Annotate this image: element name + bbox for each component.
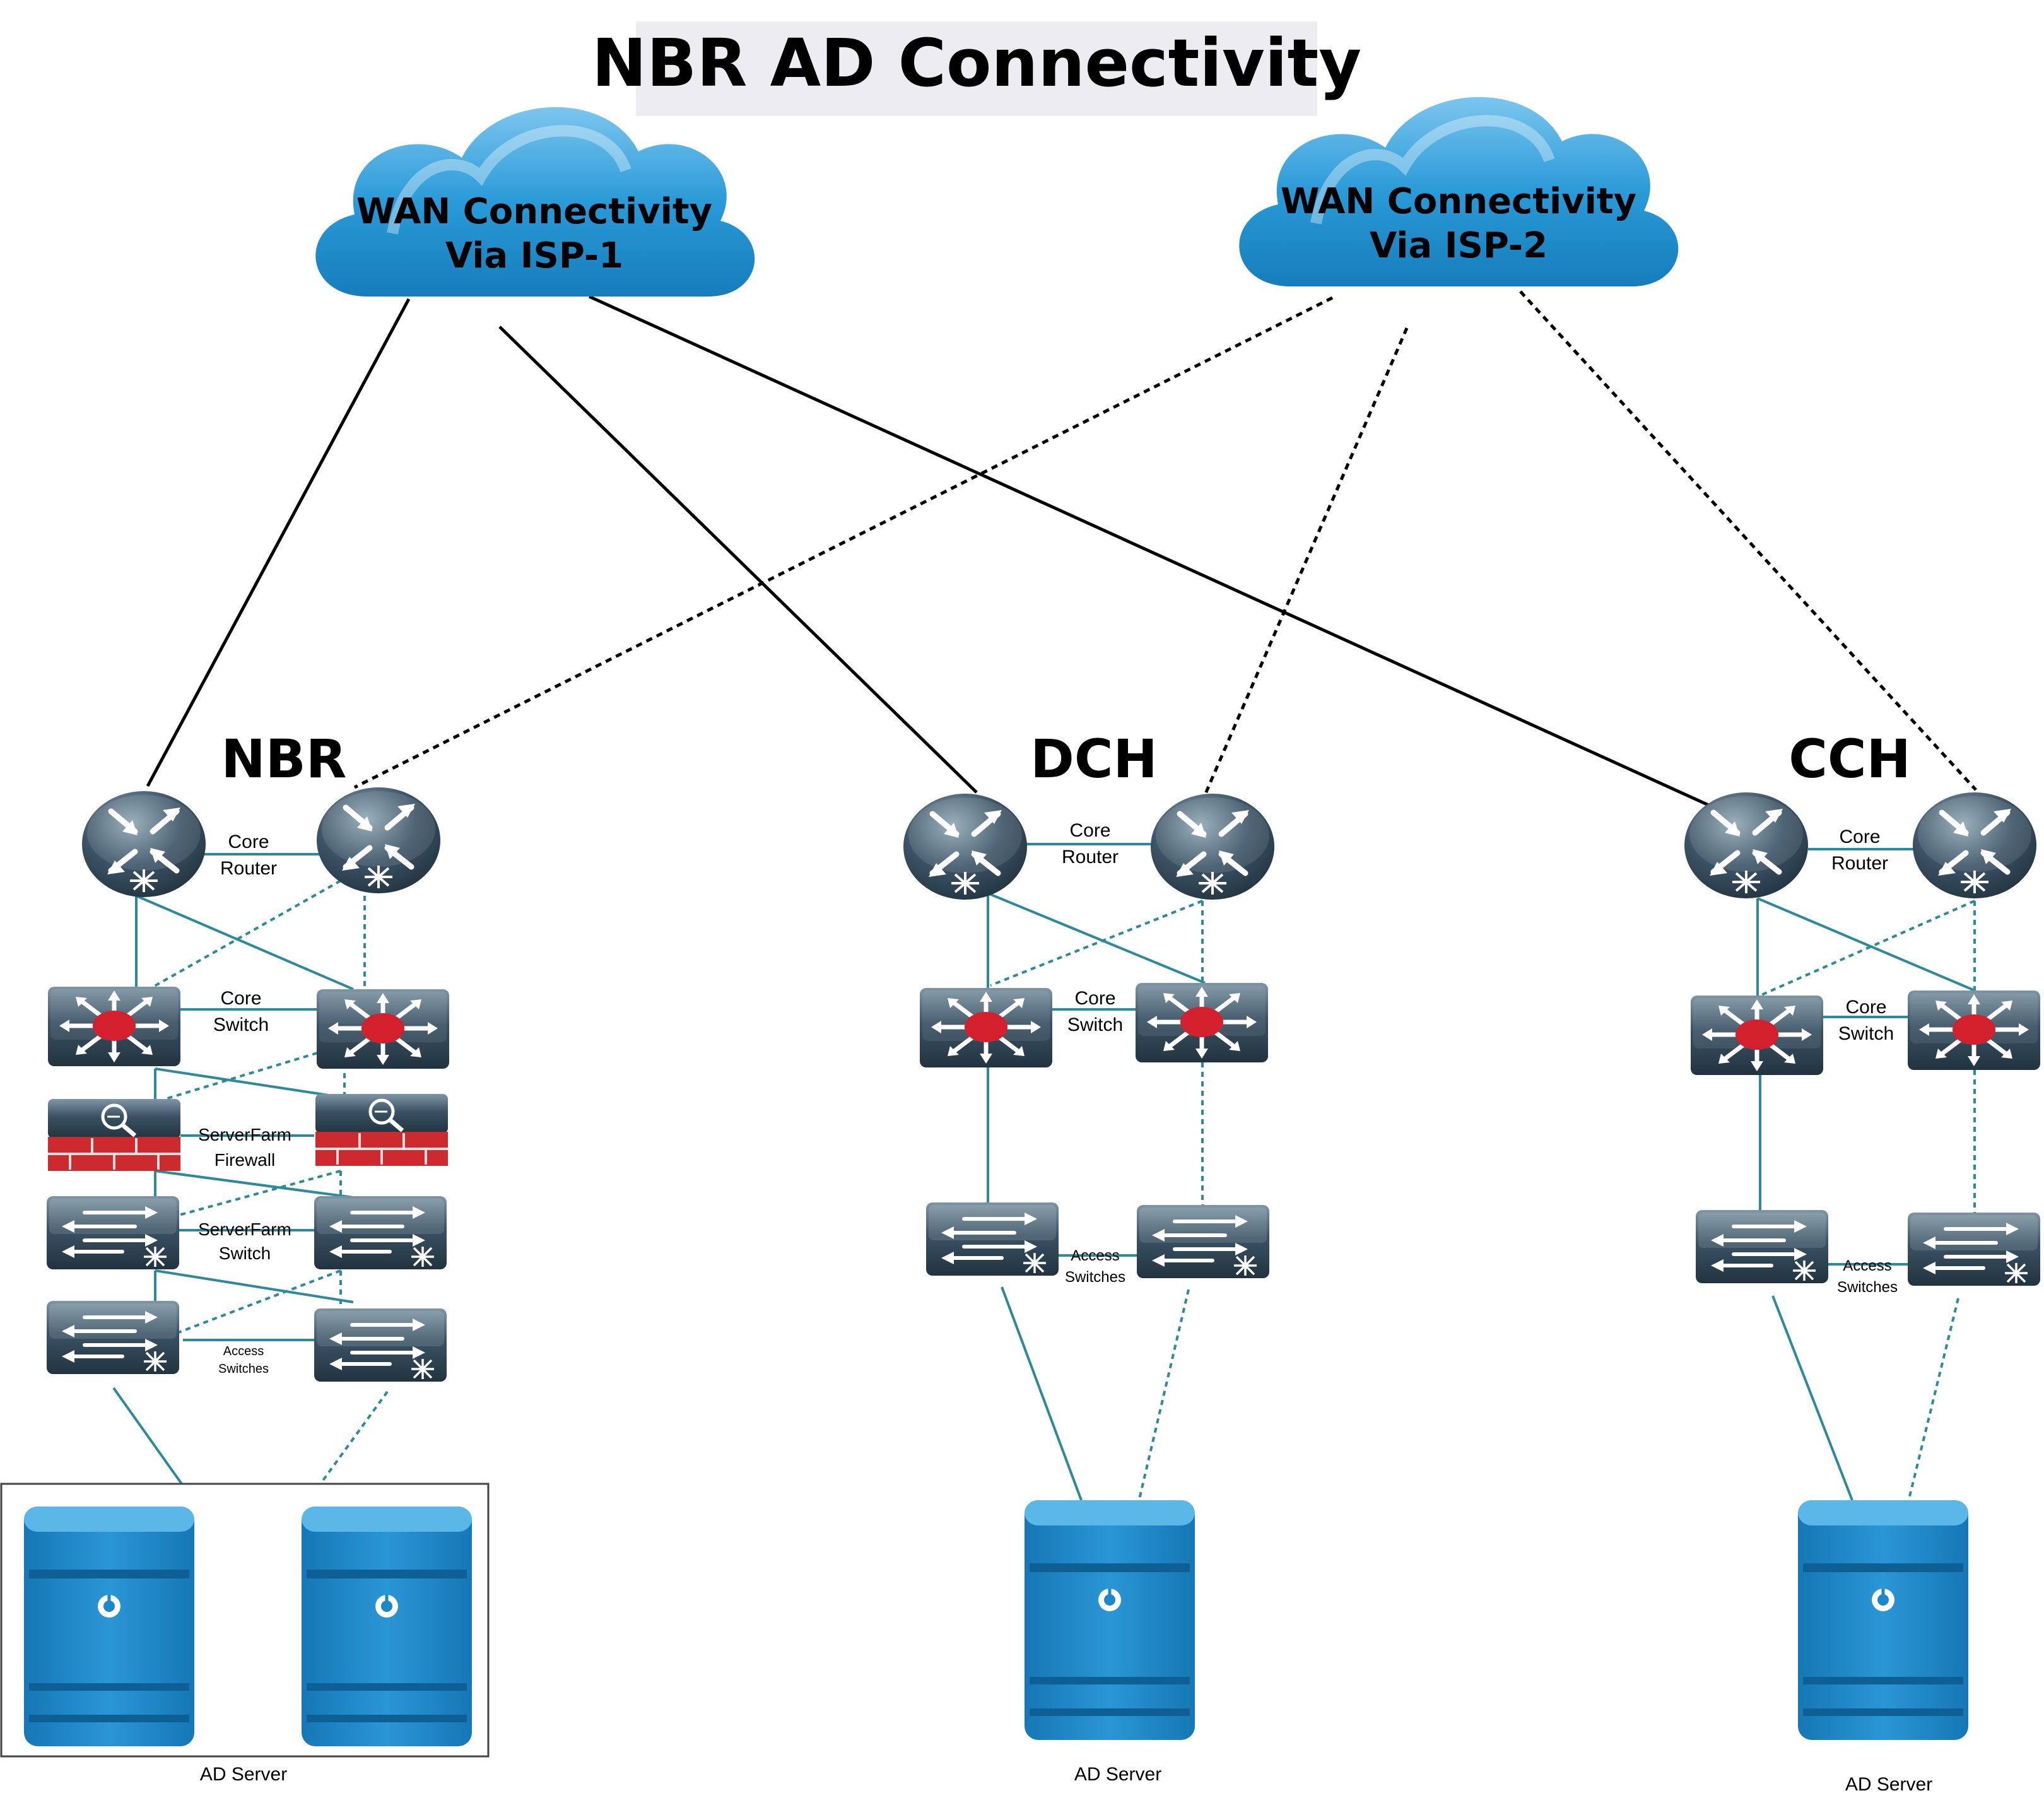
cch-core-router-1-icon xyxy=(1684,792,1808,898)
cch-links-solid xyxy=(1756,848,1975,1501)
nbr-core-router-label-1: Core xyxy=(228,832,269,852)
nbr-links-solid xyxy=(112,853,354,1485)
nbr-serverfarm-switch-label-2: Switch xyxy=(219,1243,271,1263)
nbr-serverfarm-switch-2-icon xyxy=(314,1196,447,1269)
nbr-serverfarm-switch-label-1: ServerFarm xyxy=(198,1219,291,1239)
page-title: NBR AD Connectivity xyxy=(592,25,1361,102)
nbr-ad-server-2-icon xyxy=(302,1507,472,1746)
dch-access-switch-1-icon xyxy=(926,1202,1059,1276)
cch-core-switch-2-icon xyxy=(1908,990,2040,1070)
dch-core-switch-1-icon xyxy=(920,988,1052,1067)
dch-access-switches-label-1: Access xyxy=(1071,1247,1119,1264)
nbr-firewall-label-1: ServerFarm xyxy=(198,1125,291,1144)
dch-core-switch-label-2: Switch xyxy=(1067,1014,1123,1035)
cch-core-switch-label-2: Switch xyxy=(1838,1023,1894,1044)
dch-core-switch-label-1: Core xyxy=(1074,988,1115,1009)
site-nbr: NBR xyxy=(0,728,490,1785)
dch-server-label: AD Server xyxy=(1074,1764,1161,1785)
dch-core-router-label-2: Router xyxy=(1062,847,1119,867)
cloud-isp1-line1: WAN Connectivity xyxy=(356,191,712,232)
cloud-isp1-line2: Via ISP-1 xyxy=(445,235,623,276)
dch-core-switch-2-icon xyxy=(1136,983,1268,1062)
cch-links-dotted xyxy=(1759,900,1976,1500)
site-nbr-name: NBR xyxy=(221,728,346,790)
site-dch: DCH Core Router Core Switch Access Switc… xyxy=(903,728,1274,1785)
cloud-isp2: WAN Connectivity Via ISP-2 xyxy=(1239,97,1678,286)
dch-ad-server-icon xyxy=(1025,1500,1195,1740)
cloud-isp2-line2: Via ISP-2 xyxy=(1370,225,1548,266)
dch-access-switches-label-2: Switches xyxy=(1065,1269,1125,1286)
site-cch-name: CCH xyxy=(1788,728,1911,790)
dch-core-router-2-icon xyxy=(1151,794,1274,900)
isp1-links xyxy=(146,295,1710,807)
nbr-core-router-label-2: Router xyxy=(220,858,277,879)
cch-ad-server-icon xyxy=(1798,1500,1968,1740)
nbr-core-switch-2-icon xyxy=(317,989,449,1069)
site-cch: CCH Core Router Core Switch Access Switc… xyxy=(1684,728,2040,1795)
cch-core-router-label-2: Router xyxy=(1831,853,1888,874)
nbr-serverfarm-switch-1-icon xyxy=(47,1196,179,1269)
nbr-access-switches-label-1: Access xyxy=(223,1344,264,1358)
site-dch-name: DCH xyxy=(1030,728,1158,790)
nbr-firewall-1-icon xyxy=(48,1099,180,1171)
cloud-isp2-line1: WAN Connectivity xyxy=(1281,181,1636,222)
nbr-firewall-2-icon xyxy=(315,1094,448,1166)
nbr-firewall-label-2: Firewall xyxy=(214,1150,275,1170)
cloud-isp1: WAN Connectivity Via ISP-1 xyxy=(315,107,755,297)
nbr-core-switch-label-1: Core xyxy=(220,988,261,1009)
cch-access-switches-label-2: Switches xyxy=(1837,1279,1898,1296)
dch-access-switch-2-icon xyxy=(1137,1205,1269,1278)
nbr-core-router-2-icon xyxy=(317,787,440,893)
nbr-links-dotted xyxy=(148,879,389,1485)
nbr-core-switch-1-icon xyxy=(48,987,180,1066)
nbr-server-group-box xyxy=(0,1483,490,1758)
nbr-ad-server-1-icon xyxy=(24,1507,194,1746)
dch-links-dotted xyxy=(990,900,1204,1500)
cch-core-switch-label-1: Core xyxy=(1845,997,1886,1018)
cch-access-switch-2-icon xyxy=(1908,1213,2040,1286)
cch-core-router-2-icon xyxy=(1913,792,2036,898)
cch-server-label: AD Server xyxy=(1845,1774,1932,1795)
nbr-access-switch-1-icon xyxy=(47,1301,179,1374)
nbr-access-switches-label-2: Switches xyxy=(218,1362,269,1376)
nbr-server-label: AD Server xyxy=(200,1764,287,1785)
isp2-links xyxy=(353,290,1977,796)
dch-core-router-1-icon xyxy=(903,794,1027,900)
nbr-core-router-1-icon xyxy=(82,791,206,897)
dch-core-router-label-1: Core xyxy=(1069,820,1110,841)
cch-core-switch-1-icon xyxy=(1691,996,1823,1075)
dch-links-solid xyxy=(987,843,1206,1501)
cch-core-router-label-1: Core xyxy=(1839,826,1880,847)
cch-access-switch-1-icon xyxy=(1696,1210,1828,1283)
cch-access-switches-label-1: Access xyxy=(1843,1257,1891,1274)
nbr-access-switch-2-icon xyxy=(314,1308,447,1382)
nbr-core-switch-label-2: Switch xyxy=(213,1014,269,1035)
title-box xyxy=(636,21,1317,116)
